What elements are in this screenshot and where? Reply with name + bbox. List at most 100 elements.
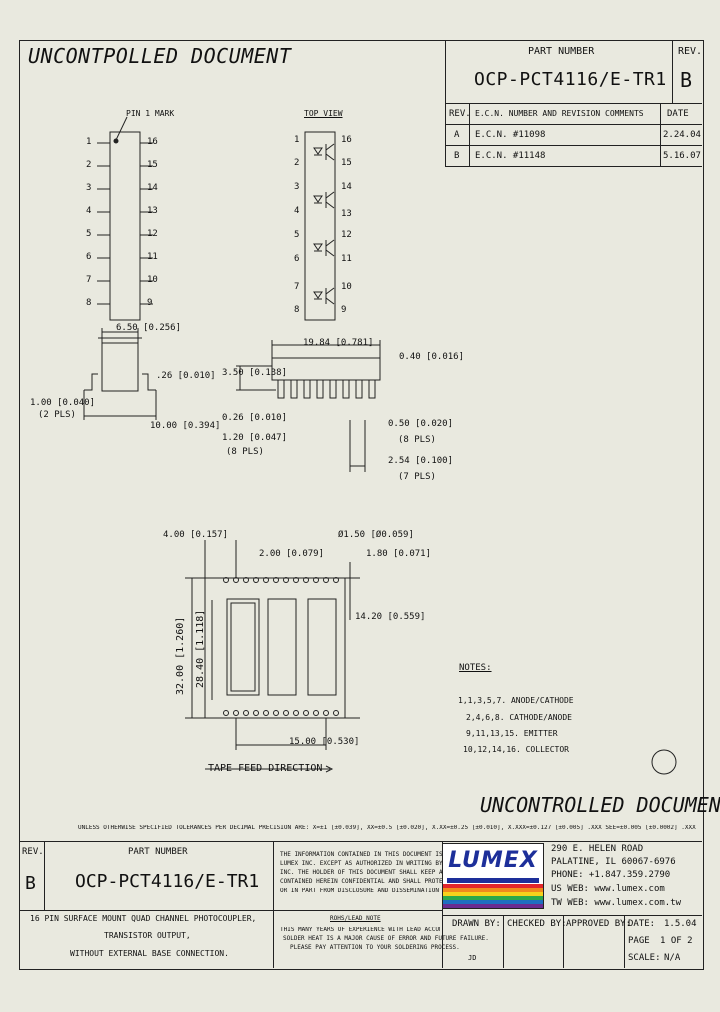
dim-label: (8 PLS) (226, 447, 264, 457)
sprocket-hole (303, 710, 309, 716)
ecn-row-number: E.C.N. #11148 (475, 151, 546, 161)
pin-lead (303, 379, 311, 399)
tolerance-note: UNLESS OTHERWISE SPECIFIED TOLERANCES PE… (78, 825, 698, 831)
tape-feed-direction: TAPE FEED DIRECTION (208, 763, 323, 774)
transistor-symbol (325, 201, 335, 209)
sprocket-hole (313, 577, 319, 583)
drawing-frame (19, 40, 704, 970)
sprocket-hole (233, 710, 239, 716)
pin-label: 13 (147, 206, 158, 216)
pin-label: 16 (147, 137, 158, 147)
pin-lead (329, 379, 337, 399)
sprocket-hole (243, 710, 249, 716)
tb-approved-by-label: APPROVED BY: (566, 919, 632, 929)
pin-label: 1 (294, 135, 300, 145)
sprocket-hole (263, 577, 269, 583)
pin-lead (316, 379, 324, 399)
tb-rev-value: B (25, 873, 36, 894)
pin-label: 7 (86, 275, 92, 285)
pin-label: 6 (86, 252, 92, 262)
uncontrolled-document-top: UNCONTPOLLED DOCUMENT (28, 44, 292, 68)
tb-part-number-label: PART NUMBER (128, 847, 188, 857)
dim-label: .26 [0.010] (156, 371, 216, 381)
sprocket-hole (283, 577, 289, 583)
ecn-col-comments: E.C.N. NUMBER AND REVISION COMMENTS (475, 109, 644, 118)
dim-label: (2 PLS) (38, 410, 76, 420)
note-item: 10,12,14,16. COLLECTOR (463, 745, 569, 754)
pin-label: 2 (294, 158, 300, 168)
transistor-symbol (325, 287, 335, 295)
notes-title: NOTES: (459, 663, 492, 673)
dim-label: 15.00 [0.530] (289, 737, 360, 747)
tb-checked-by-label: CHECKED BY: (507, 919, 567, 929)
part-number: OCP-PCT4116/E-TR1 (474, 69, 667, 90)
sprocket-hole (273, 577, 279, 583)
ecn-row-rev: A (454, 130, 460, 140)
dim-label: 4.00 [0.157] (163, 530, 229, 540)
dim-label: 10.00 [0.394] (150, 421, 221, 431)
uncontrolled-document-bottom: UNCONTROLLED DOCUMENT (480, 793, 720, 817)
pin-label: 7 (294, 282, 300, 292)
ecn-col-rev: REV. (449, 109, 471, 119)
header-bottom-line (445, 103, 702, 104)
sprocket-hole (273, 710, 279, 716)
pin-label: 10 (147, 275, 158, 285)
tb-date-label: DATE: (628, 919, 656, 929)
pin-label: 4 (86, 206, 92, 216)
tb-date-value: 1.5.04 (664, 919, 697, 929)
pin-lead (342, 379, 350, 399)
transistor-symbol (325, 191, 335, 199)
dim-label: 0.26 [0.010] (222, 413, 288, 423)
pin-label: 8 (294, 305, 300, 315)
sprocket-hole (333, 710, 339, 716)
dim-label: 28.40 [1.118] (195, 609, 206, 688)
sprocket-hole (313, 710, 319, 716)
dim-label: 1.00 [0.040] (30, 398, 96, 408)
pin-label: 4 (294, 206, 300, 216)
sprocket-hole (243, 577, 249, 583)
pin-label: 8 (86, 298, 92, 308)
pin-label: 5 (294, 230, 300, 240)
transistor-symbol (325, 153, 335, 161)
dim-label: 14.20 [0.559] (355, 612, 426, 622)
transistor-symbol (325, 143, 335, 151)
led-symbol (313, 147, 323, 155)
note-item: 9,11,13,15. EMITTER (466, 729, 558, 738)
transistor-symbol (325, 239, 335, 247)
dim-label: 2.54 [0.100] (388, 456, 454, 466)
pin-label: 12 (341, 230, 352, 240)
pin-label: 9 (147, 298, 153, 308)
lumex-logo: LUMEX (442, 843, 544, 909)
ecn-row-date: 2.24.04 (663, 130, 701, 140)
led-symbol (313, 195, 323, 203)
tb-description-line: TRANSISTOR OUTPUT, (104, 931, 191, 940)
pin-lead (277, 379, 285, 399)
tb-scale-value: N/A (664, 953, 681, 963)
sprocket-hole (333, 577, 339, 583)
rev-label: REV. (678, 46, 703, 57)
dim-label: (8 PLS) (398, 435, 436, 445)
tb-scale-label: SCALE: (628, 953, 661, 963)
ecn-row-number: E.C.N. #11098 (475, 130, 546, 140)
pin-label: 2 (86, 160, 92, 170)
pin-label: 15 (147, 160, 158, 170)
pin-label: 10 (341, 282, 352, 292)
pin-label: 11 (341, 254, 352, 264)
dim-label: (7 PLS) (398, 472, 436, 482)
tb-rev-label: REV. (22, 847, 44, 857)
pin-lead (290, 379, 298, 399)
note-item: 2,4,6,8. CATHODE/ANODE (466, 713, 572, 722)
logo-wordmark: LUMEX (448, 848, 538, 873)
led-symbol (313, 243, 323, 251)
led-symbol (313, 291, 323, 299)
transistor-symbol (325, 297, 335, 305)
sprocket-hole (283, 710, 289, 716)
tb-description-line: WITHOUT EXTERNAL BASE CONNECTION. (70, 949, 229, 958)
tb-description-line: 16 PIN SURFACE MOUNT QUAD CHANNEL PHOTOC… (30, 914, 257, 923)
pin-label: 14 (147, 183, 158, 193)
pin-label: 15 (341, 158, 352, 168)
dim-label: 0.40 [0.016] (399, 352, 465, 362)
sprocket-hole (293, 710, 299, 716)
tb-part-number: OCP-PCT4116/E-TR1 (75, 871, 260, 892)
sprocket-hole (293, 577, 299, 583)
